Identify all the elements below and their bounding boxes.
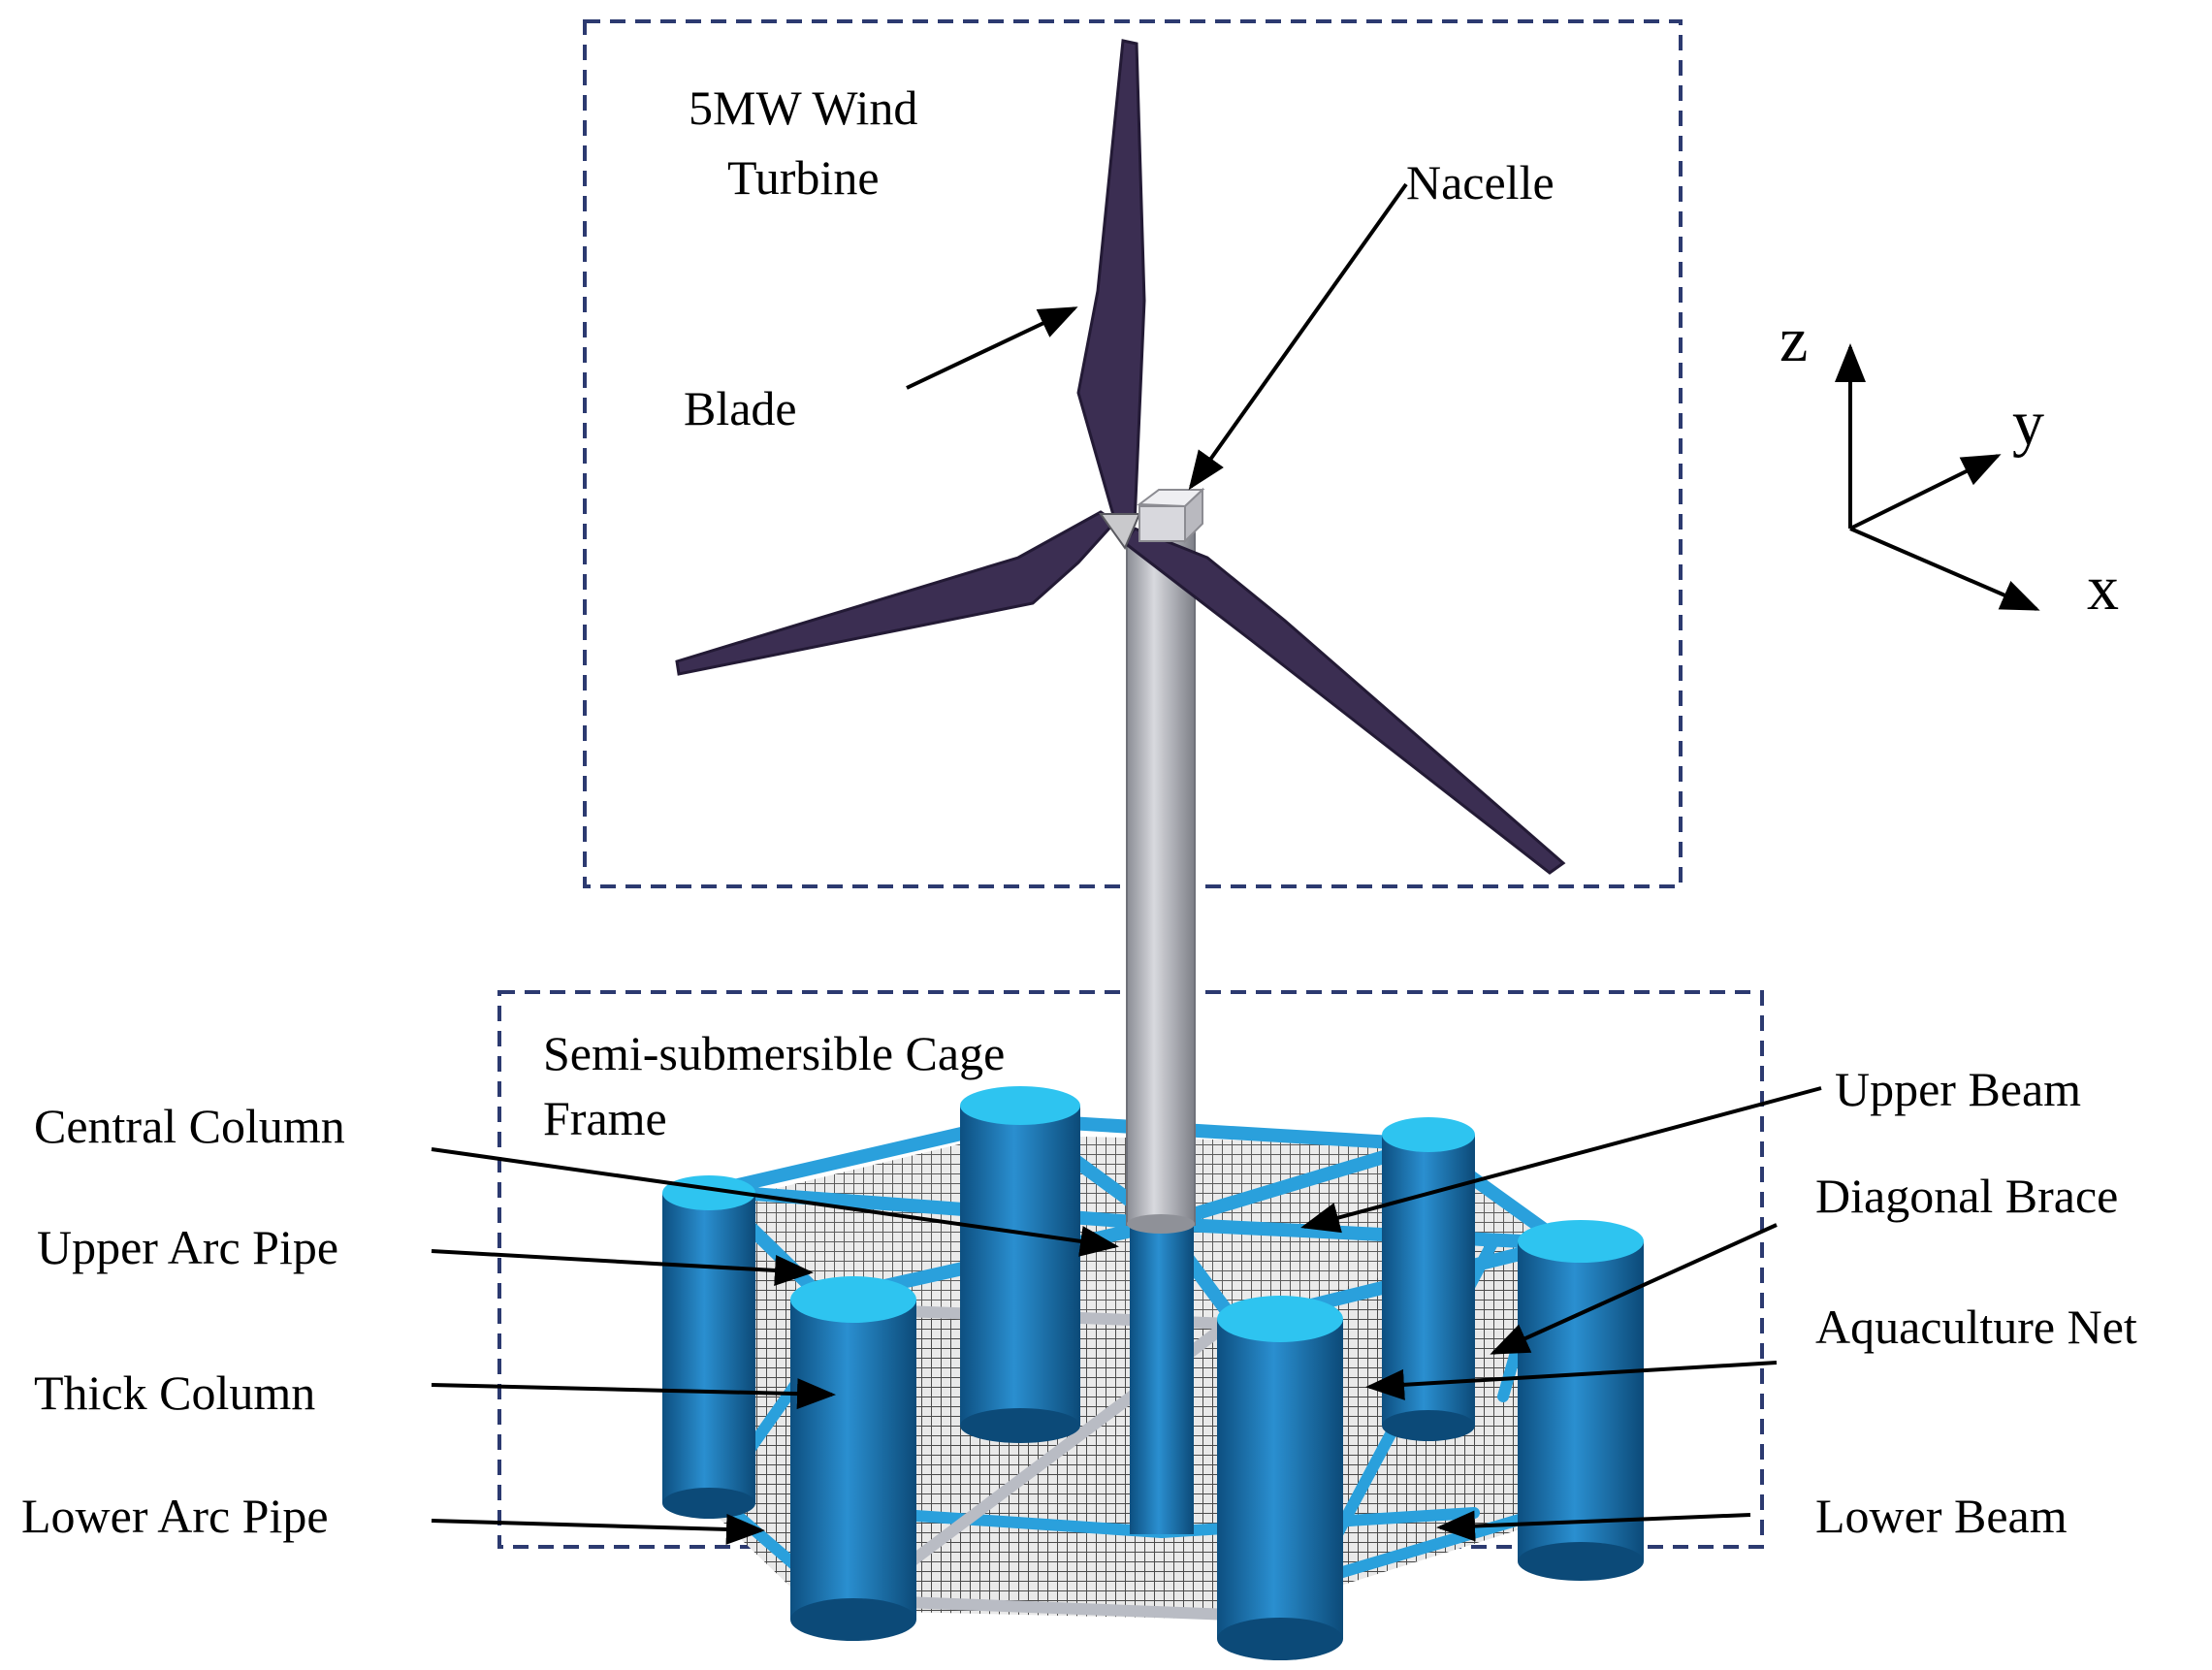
diagonal-brace-label: Diagonal Brace bbox=[1815, 1169, 2118, 1223]
aquaculture-net-front bbox=[815, 1304, 1232, 1620]
cage-frame bbox=[662, 1086, 1644, 1660]
nacelle bbox=[1137, 487, 1205, 544]
nacelle-label: Nacelle bbox=[1406, 155, 1555, 209]
aquaculture-net-label: Aquaculture Net bbox=[1815, 1300, 2137, 1354]
thick-column-back-left bbox=[662, 1175, 755, 1519]
blade-label: Blade bbox=[684, 381, 797, 435]
central-column bbox=[1130, 1224, 1194, 1534]
lower-beam-arrow bbox=[1436, 1510, 1751, 1542]
thick-column-label: Thick Column bbox=[34, 1365, 315, 1420]
blade-left bbox=[675, 510, 1118, 676]
x-axis bbox=[1849, 527, 2040, 611]
turbine-title-line1: 5MW Wind bbox=[689, 80, 917, 135]
rotor bbox=[675, 39, 1566, 875]
central-column-arrow bbox=[431, 1147, 1119, 1257]
diagonal-brace-arrow bbox=[1490, 1223, 1778, 1355]
thick-column-front-right bbox=[1217, 1296, 1343, 1660]
upper-beam-arrow bbox=[1300, 1086, 1822, 1234]
coordinate-axes bbox=[1835, 343, 2040, 611]
tower bbox=[1126, 530, 1196, 1226]
upper-arc-pipe-arrow bbox=[431, 1249, 814, 1286]
nacelle-arrow bbox=[1188, 182, 1408, 491]
turbine-title-line2: Turbine bbox=[727, 150, 880, 205]
lower-arc-pipe-label: Lower Arc Pipe bbox=[21, 1489, 329, 1543]
cage-title-line1: Semi-submersible Cage bbox=[543, 1026, 1005, 1080]
thick-column-back-center bbox=[960, 1086, 1080, 1443]
lower-arc-pipe-arrow bbox=[431, 1513, 765, 1545]
blade-arrow bbox=[906, 306, 1078, 390]
thick-column-front-left bbox=[790, 1276, 916, 1641]
z-axis-label: z bbox=[1779, 305, 1808, 375]
y-axis-label: y bbox=[2012, 388, 2044, 459]
blade-right bbox=[1122, 527, 1566, 875]
thick-column-back-right bbox=[1382, 1117, 1475, 1441]
lower-beam-label: Lower Beam bbox=[1815, 1489, 2068, 1543]
upper-beam-label: Upper Beam bbox=[1835, 1062, 2081, 1116]
cage-title-line2: Frame bbox=[543, 1091, 667, 1145]
thick-column-arrow bbox=[431, 1378, 836, 1410]
aquaculture-net-arrow bbox=[1365, 1361, 1778, 1400]
upper-arc-pipe-label: Upper Arc Pipe bbox=[37, 1220, 338, 1274]
central-column-label: Central Column bbox=[34, 1099, 345, 1153]
x-axis-label: x bbox=[2087, 553, 2119, 624]
hub bbox=[1099, 513, 1141, 551]
blade-upper bbox=[1076, 39, 1146, 526]
thick-column-right bbox=[1518, 1220, 1644, 1581]
y-axis bbox=[1849, 454, 2002, 530]
